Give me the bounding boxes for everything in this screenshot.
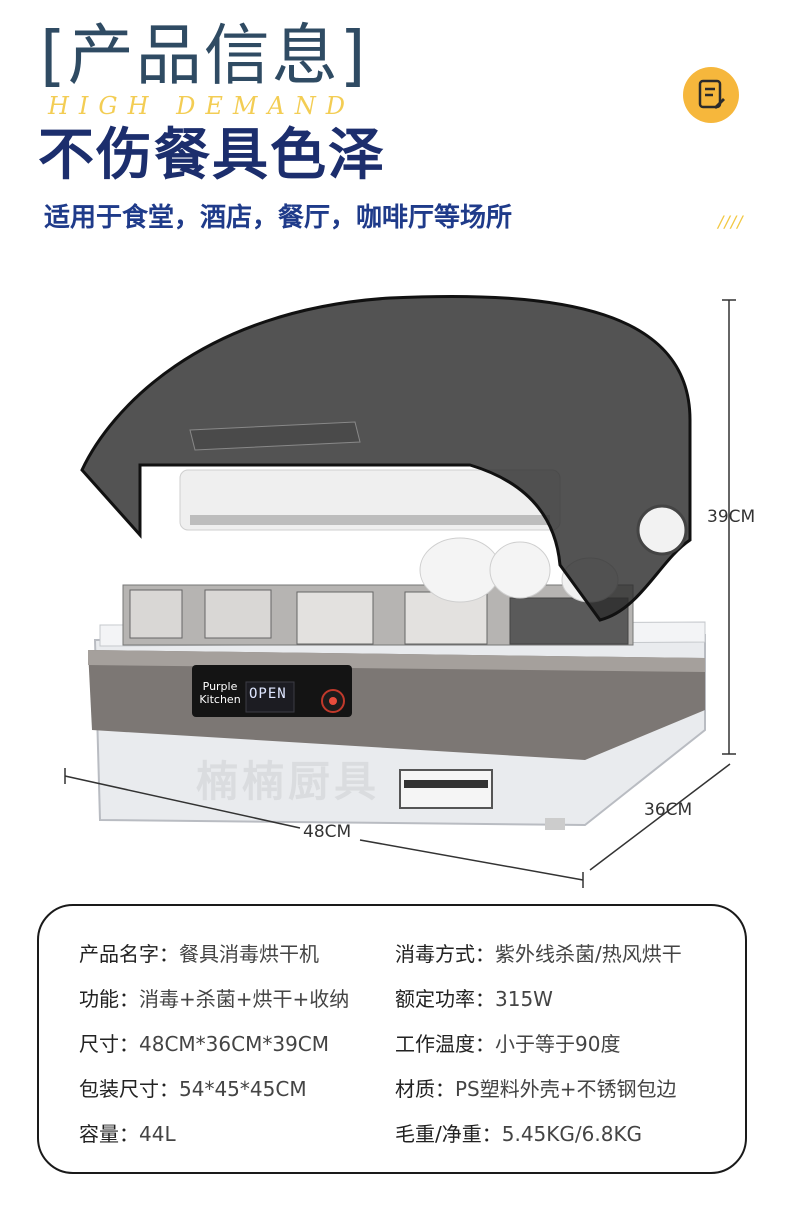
spec-row: 材质：PS塑料外壳+不锈钢包边 xyxy=(395,1077,677,1101)
spec-row: 产品名字：餐具消毒烘干机 xyxy=(79,942,319,966)
decorative-marks: //// xyxy=(718,212,744,231)
display-readout: OPEN xyxy=(249,686,287,702)
spec-column-left: 产品名字：餐具消毒烘干机 功能：消毒+杀菌+烘干+收纳 尺寸：48CM*36CM… xyxy=(79,932,349,1157)
note-button[interactable] xyxy=(683,67,739,123)
spec-column-right: 消毒方式：紫外线杀菌/热风烘干 额定功率：315W 工作温度：小于等于90度 材… xyxy=(395,932,682,1157)
tagline: 适用于食堂，酒店，餐厅，咖啡厅等场所 xyxy=(44,203,513,233)
depth-dimension: 36CM xyxy=(644,800,693,820)
headline: 不伤餐具色泽 xyxy=(38,123,386,188)
product-illustration xyxy=(80,294,706,830)
spec-row: 额定功率：315W xyxy=(395,987,553,1011)
spec-row: 功能：消毒+杀菌+烘干+收纳 xyxy=(79,987,350,1011)
spec-row: 消毒方式：紫外线杀菌/热风烘干 xyxy=(395,942,682,966)
watermark: 楠楠厨具 xyxy=(196,757,381,806)
spec-row: 工作温度：小于等于90度 xyxy=(395,1032,621,1056)
spec-row: 毛重/净重：5.45KG/6.8KG xyxy=(395,1122,643,1146)
spec-card: 产品名字：餐具消毒烘干机 功能：消毒+杀菌+烘干+收纳 尺寸：48CM*36CM… xyxy=(37,904,747,1174)
brand-label: Purple Kitchen xyxy=(199,680,241,706)
height-dimension: 39CM xyxy=(707,507,756,527)
width-dimension: 48CM xyxy=(303,822,352,842)
spec-row: 包装尺寸：54*45*45CM xyxy=(79,1077,307,1101)
header-subtitle: HIGH DEMAND xyxy=(48,92,356,120)
page-title: [产品信息] xyxy=(40,17,368,94)
spec-row: 尺寸：48CM*36CM*39CM xyxy=(79,1032,330,1056)
spec-row: 容量：44L xyxy=(79,1122,176,1146)
note-icon xyxy=(698,79,725,109)
